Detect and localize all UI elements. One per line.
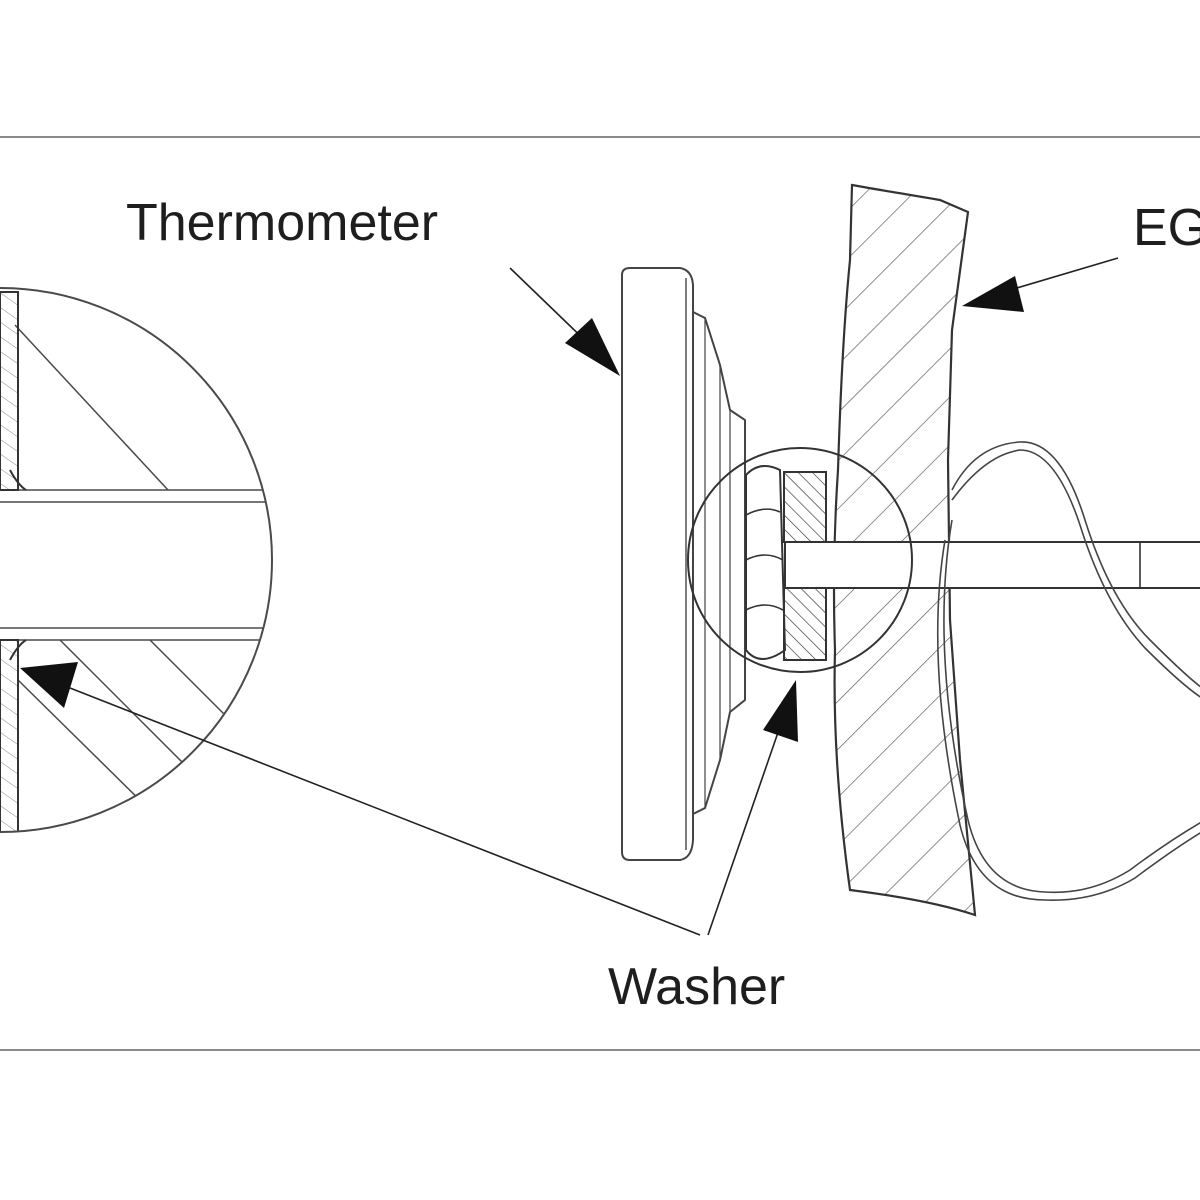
thermometer-arrowhead (565, 318, 620, 376)
egg-arrowhead (962, 276, 1024, 312)
leaders (20, 257, 1119, 936)
thermometer-back (692, 310, 746, 816)
detail-circle (687, 447, 913, 673)
probe-wire (951, 441, 1200, 698)
thermometer (621, 267, 1200, 861)
egg-leader (999, 257, 1119, 294)
hex-nut (745, 465, 787, 660)
washer-leader-left (69, 687, 701, 936)
washer-arrowhead-right (763, 680, 798, 742)
thermometer-stem (784, 541, 1200, 589)
washer-arrowhead-left (20, 662, 78, 708)
washer-leader-right (707, 717, 784, 936)
egg-label: EG (1133, 199, 1200, 257)
frame (0, 136, 1200, 1051)
magnified-detail (0, 287, 273, 833)
washer-label: Washer (608, 958, 785, 1016)
washer (783, 471, 827, 543)
magnifier-circle (0, 287, 273, 833)
thermometer-dial (621, 267, 694, 861)
thermometer-label: Thermometer (126, 194, 438, 252)
